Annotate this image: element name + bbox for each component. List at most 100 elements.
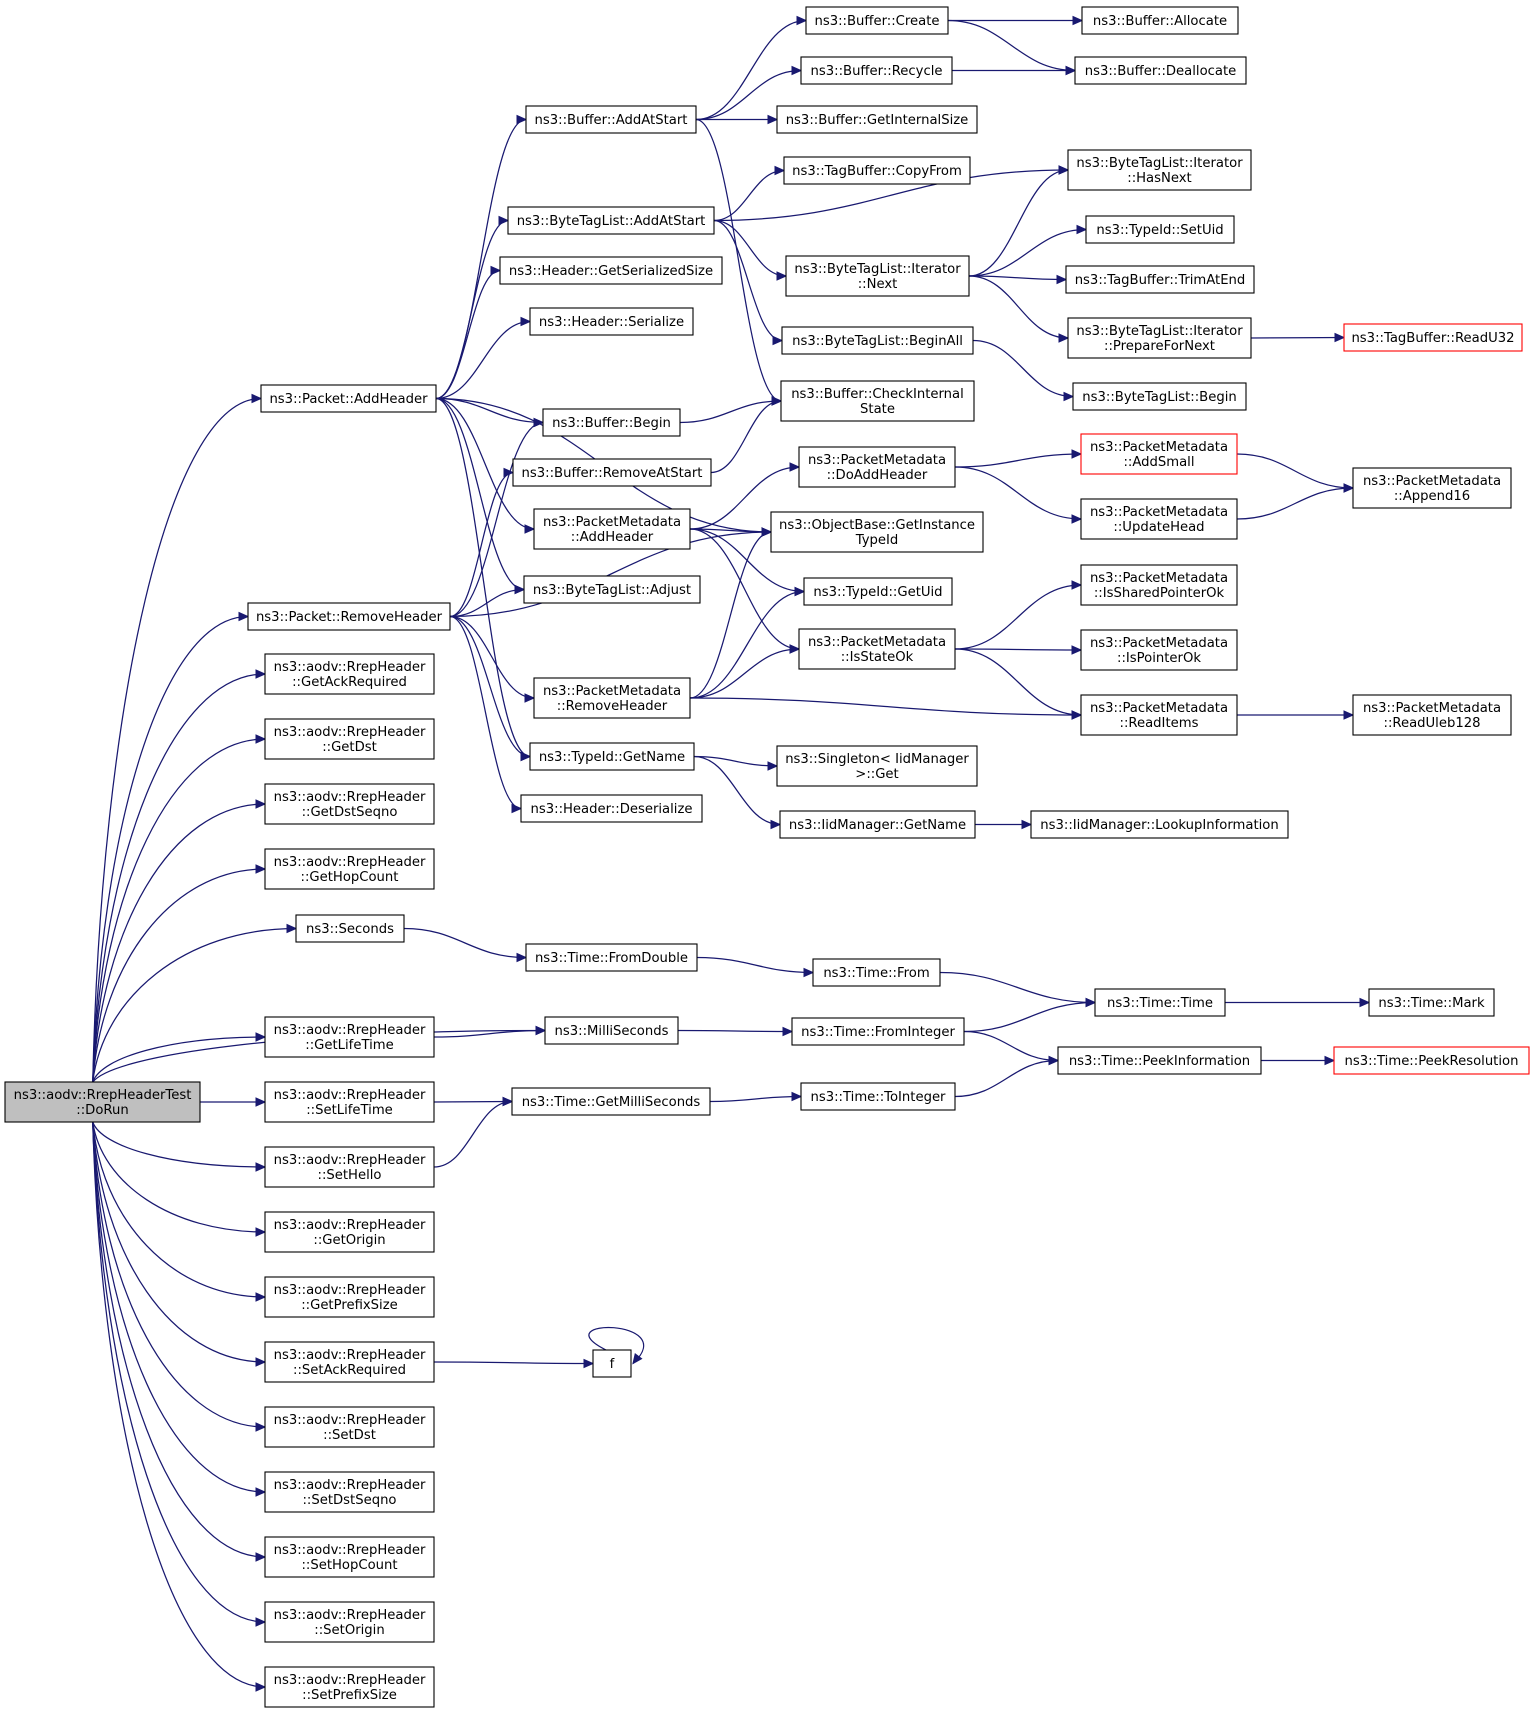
node-t-frominteger[interactable]: ns3::Time::FromInteger bbox=[791, 1017, 965, 1046]
node-pm-doaddheader[interactable]: ns3::PacketMetadata::DoAddHeader bbox=[798, 446, 956, 488]
node-label-line: ns3::PacketMetadata bbox=[808, 635, 946, 650]
node-buf-getinternalsize[interactable]: ns3::Buffer::GetInternalSize bbox=[776, 105, 978, 134]
node-getackrequired[interactable]: ns3::aodv::RrepHeader::GetAckRequired bbox=[264, 653, 435, 695]
edge-arrowhead bbox=[255, 734, 267, 744]
node-pm-issharedpointerok[interactable]: ns3::PacketMetadata::IsSharedPointerOk bbox=[1080, 564, 1238, 606]
node-sethopcount[interactable]: ns3::aodv::RrepHeader::SetHopCount bbox=[264, 1536, 435, 1578]
edge-p_addheader-to-pm_addheader bbox=[435, 397, 535, 530]
edge-arrowhead bbox=[791, 65, 803, 76]
node-pm-append16[interactable]: ns3::PacketMetadata::Append16 bbox=[1352, 467, 1512, 509]
node-pm-isstateok[interactable]: ns3::PacketMetadata::IsStateOk bbox=[798, 628, 956, 670]
node-label-line: ::IsPointerOk bbox=[1117, 651, 1201, 666]
node-iid-getname[interactable]: ns3::IidManager::GetName bbox=[779, 810, 976, 839]
node-t-mark[interactable]: ns3::Time::Mark bbox=[1368, 988, 1495, 1017]
node-box bbox=[1368, 988, 1495, 1017]
node-setdst[interactable]: ns3::aodv::RrepHeader::SetDst bbox=[264, 1406, 435, 1448]
node-buf-removeatstart[interactable]: ns3::Buffer::RemoveAtStart bbox=[512, 458, 712, 487]
node-label-line: ns3::PacketMetadata bbox=[1090, 571, 1228, 586]
node-t-fromdouble[interactable]: ns3::Time::FromDouble bbox=[525, 943, 698, 972]
node-tb-trimatend[interactable]: ns3::TagBuffer::TrimAtEnd bbox=[1065, 265, 1255, 294]
node-label-line: ns3::aodv::RrepHeader bbox=[274, 1088, 426, 1103]
node-setlifetime[interactable]: ns3::aodv::RrepHeader::SetLifeTime bbox=[264, 1081, 435, 1123]
node-tid-getname[interactable]: ns3::TypeId::GetName bbox=[529, 742, 695, 771]
edge-root-to-getdst bbox=[92, 738, 266, 1083]
node-btl-beginall[interactable]: ns3::ByteTagList::BeginAll bbox=[781, 326, 974, 355]
edge-sethello-to-t_getmilliseconds bbox=[433, 1100, 513, 1168]
node-seconds[interactable]: ns3::Seconds bbox=[295, 914, 405, 943]
node-pm-addsmall[interactable]: ns3::PacketMetadata::AddSmall bbox=[1080, 433, 1238, 475]
node-label-line: ns3::Buffer::Create bbox=[814, 14, 939, 29]
node-t-peekresolution[interactable]: ns3::Time::PeekResolution bbox=[1333, 1046, 1530, 1075]
node-p-addheader[interactable]: ns3::Packet::AddHeader bbox=[260, 384, 437, 413]
node-f[interactable]: f bbox=[592, 1349, 632, 1378]
node-t-from[interactable]: ns3::Time::From bbox=[812, 958, 941, 987]
edge-arrowhead bbox=[583, 1358, 595, 1369]
node-tb-copyfrom[interactable]: ns3::TagBuffer::CopyFrom bbox=[783, 156, 971, 185]
node-label-line: ns3::PacketMetadata bbox=[1090, 636, 1228, 651]
node-buf-begin[interactable]: ns3::Buffer::Begin bbox=[542, 408, 681, 437]
edge-arrowhead bbox=[1359, 997, 1371, 1008]
edge-p_addheader-to-btl_adjust bbox=[435, 397, 525, 591]
edge-arrowhead bbox=[498, 215, 510, 226]
node-setprefixsize[interactable]: ns3::aodv::RrepHeader::SetPrefixSize bbox=[264, 1666, 435, 1708]
node-btli-preparefornext[interactable]: ns3::ByteTagList::Iterator::PrepareForNe… bbox=[1067, 317, 1252, 359]
node-buf-deallocate[interactable]: ns3::Buffer::Deallocate bbox=[1074, 56, 1247, 85]
node-pm-readitems[interactable]: ns3::PacketMetadata::ReadItems bbox=[1080, 694, 1238, 736]
node-pm-removeheader[interactable]: ns3::PacketMetadata::RemoveHeader bbox=[533, 677, 691, 719]
edge-buf_begin-to-buf_checkinternal bbox=[679, 400, 782, 424]
node-getprefixsize[interactable]: ns3::aodv::RrepHeader::GetPrefixSize bbox=[264, 1276, 435, 1318]
node-btli-next[interactable]: ns3::ByteTagList::Iterator::Next bbox=[785, 255, 970, 297]
edge-arrowhead bbox=[774, 165, 786, 176]
node-milliseconds[interactable]: ns3::MilliSeconds bbox=[544, 1016, 679, 1045]
node-sethello[interactable]: ns3::aodv::RrepHeader::SetHello bbox=[264, 1146, 435, 1188]
edge-root-to-sethello bbox=[92, 1121, 266, 1168]
node-setackrequired[interactable]: ns3::aodv::RrepHeader::SetAckRequired bbox=[264, 1341, 435, 1383]
node-t-peekinformation[interactable]: ns3::Time::PeekInformation bbox=[1057, 1046, 1262, 1075]
edges-layer bbox=[92, 15, 1371, 1692]
node-gethopcount[interactable]: ns3::aodv::RrepHeader::GetHopCount bbox=[264, 848, 435, 890]
edge-p_removeheader-to-buf_removeatstart bbox=[449, 471, 514, 618]
node-buf-addatstart[interactable]: ns3::Buffer::AddAtStart bbox=[525, 105, 697, 134]
edge-pm_addheader-to-pm_doaddheader bbox=[689, 466, 800, 530]
node-p-removeheader[interactable]: ns3::Packet::RemoveHeader bbox=[247, 602, 451, 631]
node-root[interactable]: ns3::aodv::RrepHeaderTest::DoRun bbox=[4, 1081, 201, 1123]
node-getlifetime[interactable]: ns3::aodv::RrepHeader::GetLifeTime bbox=[264, 1016, 435, 1058]
node-t-tointeger[interactable]: ns3::Time::ToInteger bbox=[800, 1082, 956, 1111]
node-box bbox=[1067, 149, 1252, 191]
node-label-line: ::GetAckRequired bbox=[292, 675, 407, 690]
node-setdstseqno[interactable]: ns3::aodv::RrepHeader::SetDstSeqno bbox=[264, 1471, 435, 1513]
node-pm-updatehead[interactable]: ns3::PacketMetadata::UpdateHead bbox=[1080, 498, 1238, 540]
node-buf-create[interactable]: ns3::Buffer::Create bbox=[805, 6, 949, 35]
node-singleton-get[interactable]: ns3::Singleton< IidManager>::Get bbox=[776, 745, 978, 787]
node-buf-recycle[interactable]: ns3::Buffer::Recycle bbox=[800, 56, 953, 85]
node-pm-ispointerok[interactable]: ns3::PacketMetadata::IsPointerOk bbox=[1080, 629, 1238, 671]
node-tid-setuid[interactable]: ns3::TypeId::SetUid bbox=[1085, 215, 1235, 244]
node-getdst[interactable]: ns3::aodv::RrepHeader::GetDst bbox=[264, 718, 435, 760]
node-tid-getuid[interactable]: ns3::TypeId::GetUid bbox=[803, 577, 953, 606]
node-h-getserializedsize[interactable]: ns3::Header::GetSerializedSize bbox=[499, 256, 723, 285]
node-tb-readu32[interactable]: ns3::TagBuffer::ReadU32 bbox=[1343, 323, 1523, 352]
node-t-getmilliseconds[interactable]: ns3::Time::GetMilliSeconds bbox=[511, 1087, 711, 1116]
node-pm-addheader[interactable]: ns3::PacketMetadata::AddHeader bbox=[533, 508, 691, 550]
node-h-serialize[interactable]: ns3::Header::Serialize bbox=[529, 307, 694, 336]
node-label-line: ns3::PacketMetadata bbox=[1090, 505, 1228, 520]
node-h-deserialize[interactable]: ns3::Header::Deserialize bbox=[520, 794, 703, 823]
node-btli-hasnext[interactable]: ns3::ByteTagList::Iterator::HasNext bbox=[1067, 149, 1252, 191]
node-pm-readuleb128[interactable]: ns3::PacketMetadata::ReadUleb128 bbox=[1352, 694, 1512, 736]
node-setorigin[interactable]: ns3::aodv::RrepHeader::SetOrigin bbox=[264, 1601, 435, 1643]
node-getorigin[interactable]: ns3::aodv::RrepHeader::GetOrigin bbox=[264, 1211, 435, 1253]
node-btl-addatstart[interactable]: ns3::ByteTagList::AddAtStart bbox=[507, 206, 715, 235]
edge-pm_addsmall-to-pm_append16 bbox=[1236, 453, 1354, 489]
edge-arrowhead bbox=[516, 114, 528, 125]
node-btl-begin[interactable]: ns3::ByteTagList::Begin bbox=[1072, 382, 1247, 411]
node-btl-adjust[interactable]: ns3::ByteTagList::Adjust bbox=[523, 575, 701, 604]
node-getdstseqno[interactable]: ns3::aodv::RrepHeader::GetDstSeqno bbox=[264, 783, 435, 825]
edge-arrowhead bbox=[502, 1096, 514, 1107]
edge-p_addheader-to-tid_getname bbox=[435, 397, 531, 758]
node-t-time[interactable]: ns3::Time::Time bbox=[1094, 988, 1226, 1017]
node-iid-lookupinformation[interactable]: ns3::IidManager::LookupInformation bbox=[1030, 810, 1289, 839]
node-box bbox=[791, 1017, 965, 1046]
node-buf-allocate[interactable]: ns3::Buffer::Allocate bbox=[1081, 6, 1239, 35]
